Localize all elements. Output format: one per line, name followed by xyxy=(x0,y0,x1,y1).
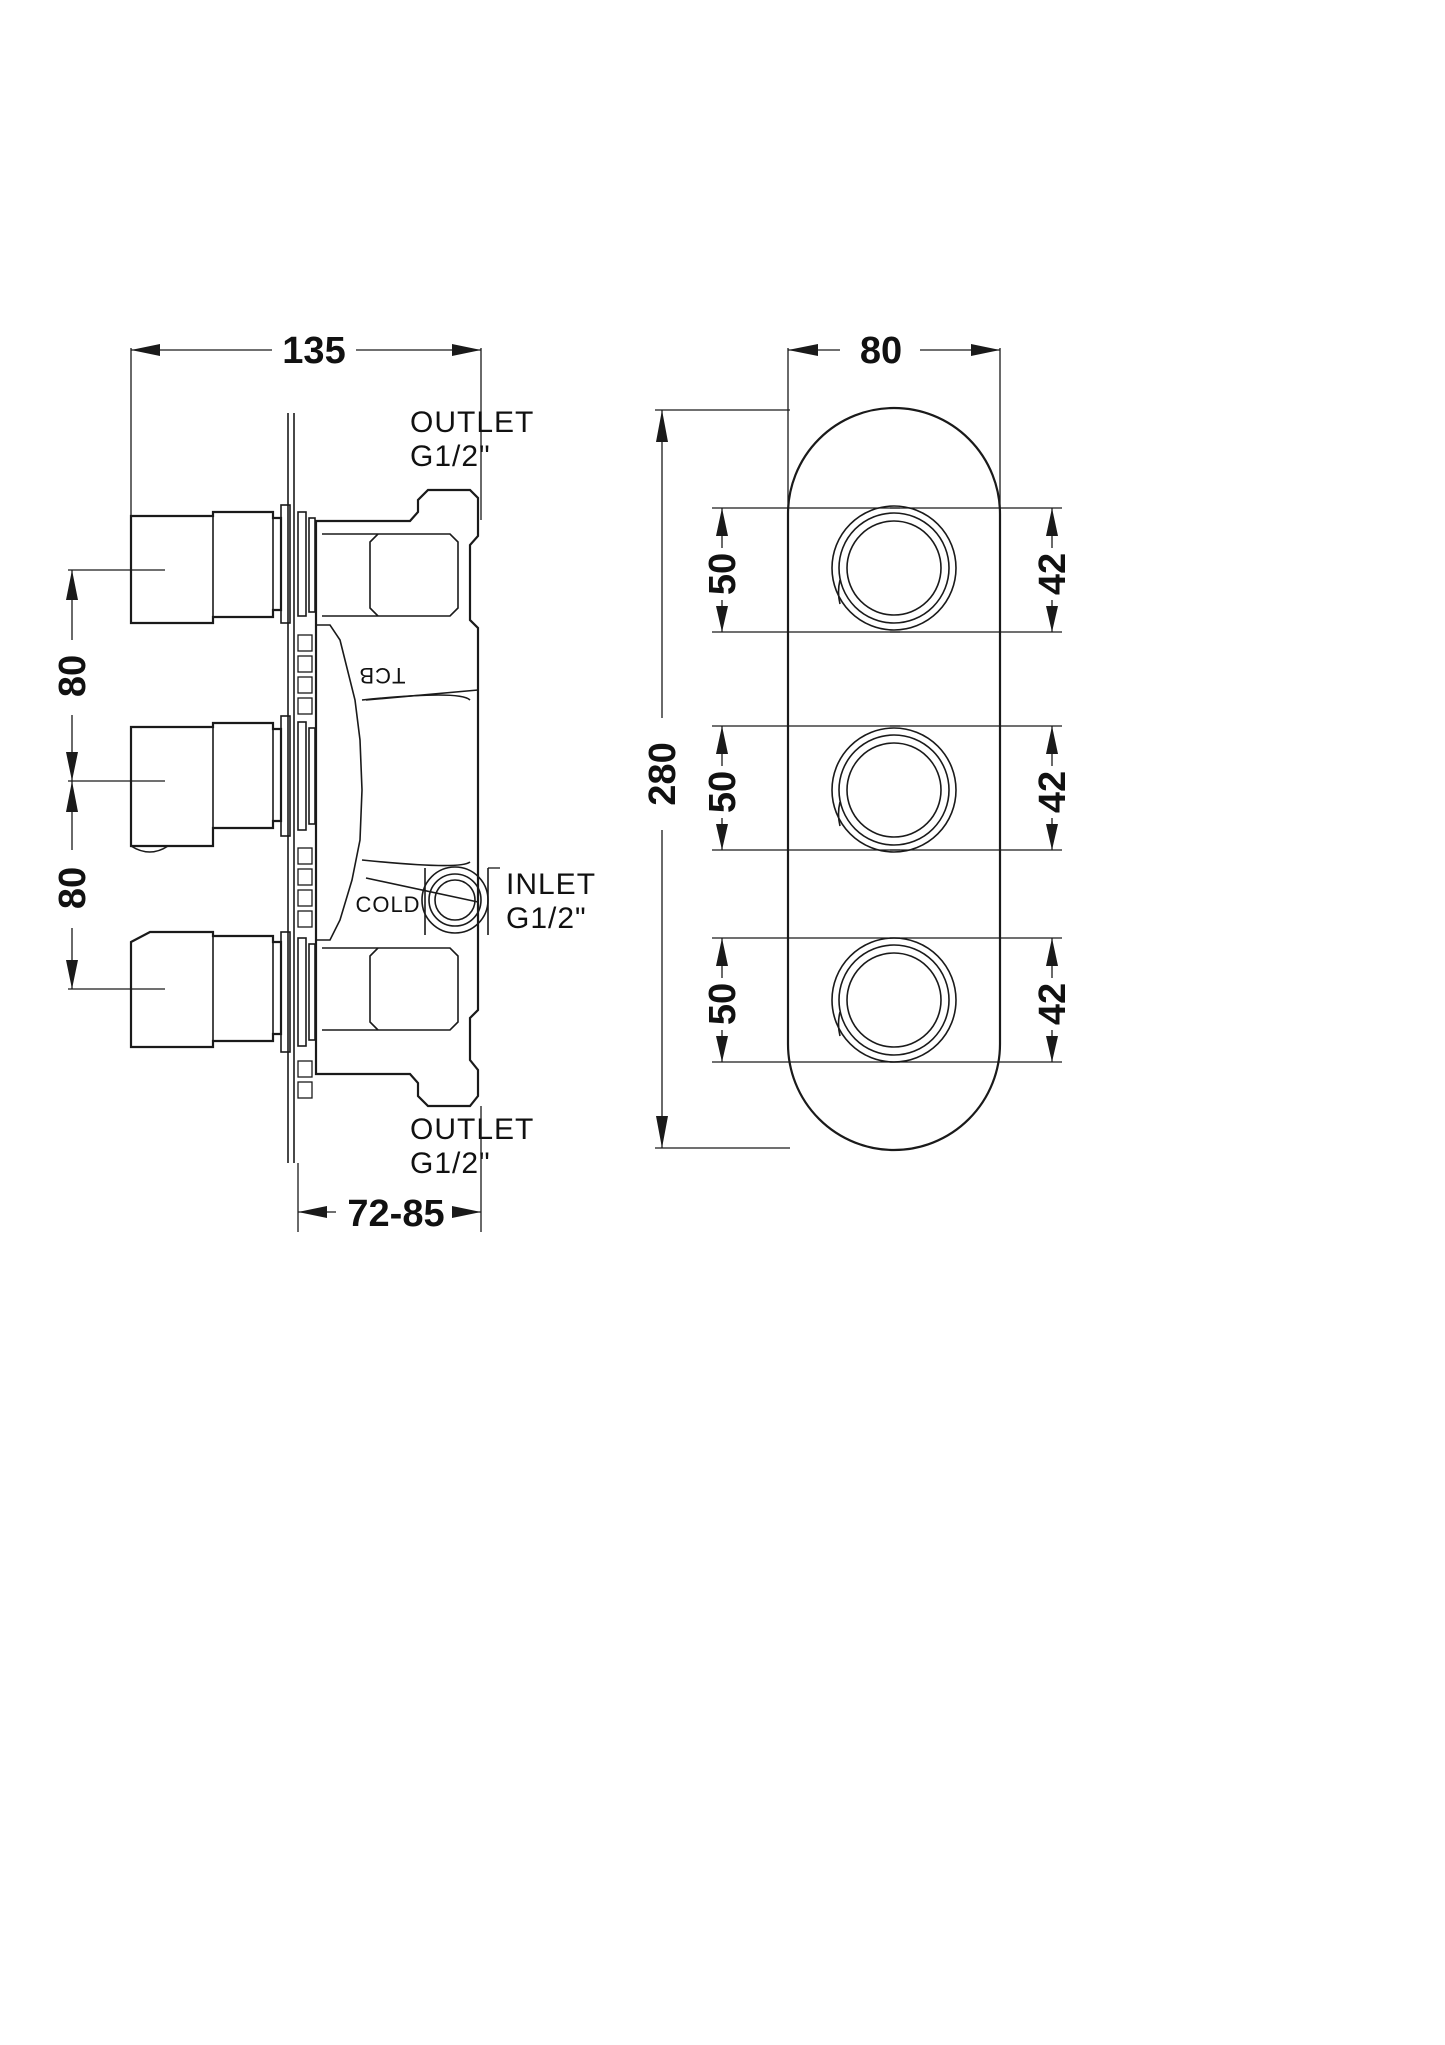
handle-top xyxy=(831,505,957,631)
dimension-overall-width: 135 xyxy=(130,330,482,520)
face-plate-outline xyxy=(786,406,1002,1152)
dimension-depth-72-85: 72-85 xyxy=(297,1106,482,1235)
dimension-value-50-top: 50 xyxy=(702,553,744,595)
dimension-diameter-42-bottom: 42 xyxy=(890,937,1074,1063)
note-outlet-top: OUTLET G1/2" xyxy=(410,406,534,473)
note-outlet-bottom: OUTLET G1/2" xyxy=(410,1113,534,1180)
thread-ticks xyxy=(297,634,313,1099)
dimension-value-42-middle: 42 xyxy=(1032,771,1074,813)
flange-plates xyxy=(280,504,316,1099)
svg-text:INLET: INLET xyxy=(506,868,596,901)
dimension-value-50-middle: 50 xyxy=(702,771,744,813)
dimension-value-50-bottom: 50 xyxy=(702,983,744,1025)
dimension-diameter-42-middle: 42 xyxy=(890,725,1074,851)
svg-text:OUTLET: OUTLET xyxy=(410,406,534,439)
dimension-value-80-width: 80 xyxy=(860,330,902,372)
dimension-value-80-top: 80 xyxy=(52,655,94,697)
dimension-value-135: 135 xyxy=(282,330,345,372)
svg-text:G1/2": G1/2" xyxy=(410,440,491,473)
handle-middle xyxy=(831,727,957,853)
dimension-value-72-85: 72-85 xyxy=(347,1193,444,1235)
dimension-spacing-top-80: 80 xyxy=(52,569,165,782)
dimension-offset-50-top: 50 xyxy=(702,507,900,633)
cold-port-label: COLD xyxy=(355,892,420,917)
dimension-value-42-bottom: 42 xyxy=(1032,983,1074,1025)
handle-spindle-middle xyxy=(129,721,283,853)
note-inlet: INLET G1/2" xyxy=(488,867,596,935)
wall-plate-lines xyxy=(287,413,295,1163)
svg-text:G1/2": G1/2" xyxy=(506,902,587,935)
dimension-value-280: 280 xyxy=(642,742,684,805)
dimension-diameter-42-top: 42 xyxy=(890,507,1074,633)
dimension-value-42-top: 42 xyxy=(1032,553,1074,595)
side-section-view: 135 xyxy=(52,330,596,1235)
dimension-offset-50-middle: 50 xyxy=(702,725,900,851)
dimension-plate-width-80: 80 xyxy=(787,330,1001,530)
handle-spindle-top xyxy=(129,510,283,625)
valve-body-profile xyxy=(314,488,489,1108)
front-face-view: 80 xyxy=(642,330,1074,1152)
handle-bottom xyxy=(831,937,957,1063)
dimension-spacing-bottom-80: 80 xyxy=(52,781,165,990)
dimension-offset-50-bottom: 50 xyxy=(702,937,900,1063)
body-label-tcb: TCB xyxy=(359,663,406,688)
svg-text:OUTLET: OUTLET xyxy=(410,1113,534,1146)
dimension-value-80-bottom: 80 xyxy=(52,867,94,909)
svg-text:TCB: TCB xyxy=(359,663,406,688)
dimension-plate-height-280: 280 xyxy=(642,409,790,1149)
svg-text:G1/2": G1/2" xyxy=(410,1147,491,1180)
